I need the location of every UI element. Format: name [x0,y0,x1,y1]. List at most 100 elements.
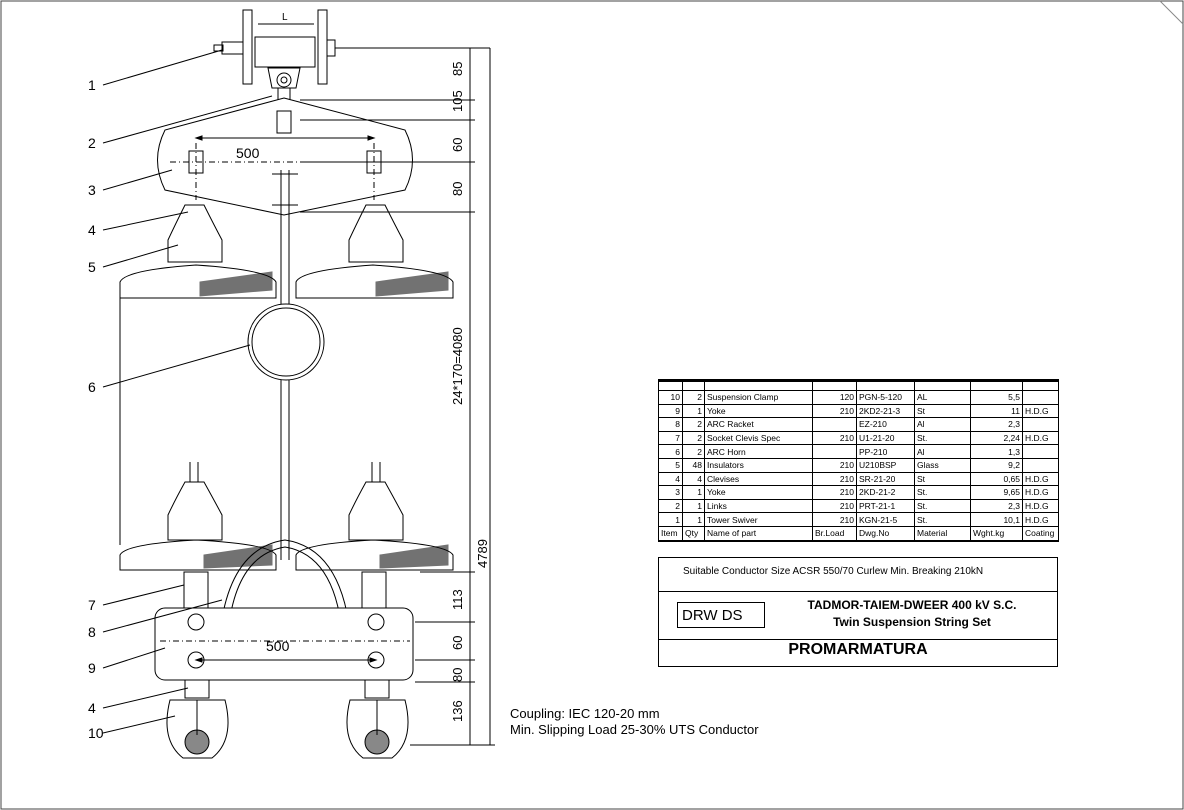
dim-60a: 60 [450,138,465,152]
dim-500-top: 500 [236,145,260,161]
table-cell: 2KD-21-2 [856,485,915,500]
table-cell: 3 [658,485,683,500]
table-cell: 1 [682,512,705,527]
corner-mark [1159,0,1184,25]
table-cell: U1-21-20 [856,430,915,446]
table-cell: Links [704,498,813,514]
table-cell: H.D.G [1022,498,1059,514]
table-cell: 210 [812,471,857,487]
table-cell: 1 [682,485,705,500]
callout-5: 5 [88,259,96,275]
table-cell: 9 [658,403,683,419]
table-cell: H.D.G [1022,471,1059,487]
insulator-skirt-hatch [199,271,449,569]
table-cell: St. [914,512,971,527]
table-cell: 7 [658,430,683,446]
table-cell: 2 [682,444,705,459]
table-cell [812,417,857,432]
table-cell: 210 [812,430,857,446]
table-cell: ARC Racket [704,417,813,432]
insulator-string-right [295,204,454,571]
dim-string: 24*170=4080 [450,327,465,405]
top-yoke [157,97,413,216]
table-cell: H.D.G [1022,430,1059,446]
table-cell [1022,417,1059,432]
title-line-2: Twin Suspension String Set [833,615,991,629]
table-cell: 120 [812,390,857,405]
table-cell: U210BSP [856,457,915,473]
table-cell: KGN-21-5 [856,512,915,527]
table-cell [812,444,857,459]
insulator-string-left [119,204,277,571]
callout-1: 1 [88,77,96,93]
table-header-cell: Wght.kg [970,525,1023,542]
table-cell: PGN-5-120 [856,390,915,405]
table-cell: 2 [682,417,705,432]
table-cell: H.D.G [1022,485,1059,500]
table-top-row [658,379,1059,391]
table-cell [1022,457,1059,473]
callout-9: 9 [88,660,96,676]
callout-2: 2 [88,135,96,151]
table-spacer-cell [1022,379,1059,391]
table-cell: Glass [914,457,971,473]
dim-113: 113 [450,589,465,610]
table-cell: 210 [812,403,857,419]
table-header-cell: Item [658,525,683,542]
company-name: PROMARMATURA [788,641,928,658]
dimension-texts: L 500 500 85 105 60 80 24*170=4080 113 6… [236,12,490,722]
table-spacer-cell [704,379,813,391]
table-cell: 210 [812,498,857,514]
table-cell: St [914,403,971,419]
table-cell: 48 [682,457,705,473]
table-cell: Insulators [704,457,813,473]
callout-3: 3 [88,182,96,198]
table-cell: 9,65 [970,485,1023,500]
title-block: Suitable Conductor Size ACSR 550/70 Curl… [658,557,1058,667]
table-cell: Socket Clevis Spec [704,430,813,446]
bottom-yoke [154,607,414,681]
table-cell: 10,1 [970,512,1023,527]
table-cell: 11 [970,403,1023,419]
tower-swivel [213,9,490,89]
table-cell: 5,5 [970,390,1023,405]
table-cell: PRT-21-1 [856,498,915,514]
table-cell: H.D.G [1022,403,1059,419]
table-cell: 2,24 [970,430,1023,446]
callout-leaders [102,49,273,734]
conductor-note: Suitable Conductor Size ACSR 550/70 Curl… [683,566,984,577]
table-header-cell: Coating [1022,525,1059,542]
dim-80b: 80 [450,668,465,682]
table-cell: Yoke [704,403,813,419]
table-cell: H.D.G [1022,512,1059,527]
dim-80a: 80 [450,182,465,196]
table-cell: Yoke [704,485,813,500]
suspension-assembly [119,9,495,759]
dim-total: 4789 [475,539,490,568]
slipping-note: Min. Slipping Load 25-30% UTS Conductor [510,722,759,737]
callout-4: 4 [88,222,96,238]
table-cell [1022,444,1059,459]
table-cell: 1,3 [970,444,1023,459]
suspension-clamp-left [166,679,229,759]
table-spacer-cell [682,379,705,391]
table-cell: 2KD2-21-3 [856,403,915,419]
table-header-cell: Name of part [704,525,813,542]
table-cell: Tower Swiver [704,512,813,527]
arc-racket [219,539,351,633]
table-header-cell: Br.Load [812,525,857,542]
table-cell: 0,65 [970,471,1023,487]
conductor-note-row: Suitable Conductor Size ACSR 550/70 Curl… [659,558,1057,592]
table-cell: 2 [658,498,683,514]
table-cell: St. [914,498,971,514]
